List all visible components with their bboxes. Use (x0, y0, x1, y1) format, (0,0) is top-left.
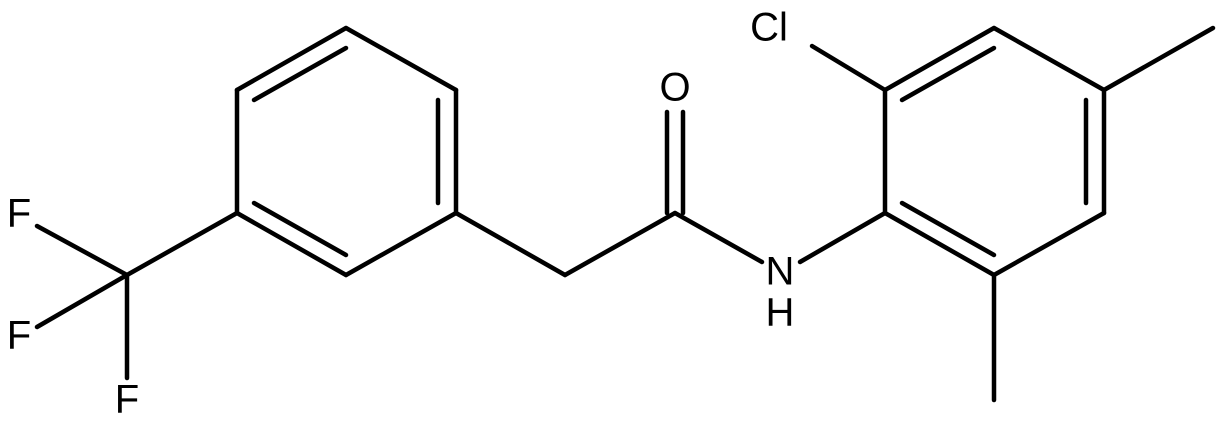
chloro-dimethylphenyl-ring (882, 25, 1107, 278)
oxygen-label: O (659, 66, 690, 110)
bond (562, 210, 678, 278)
fluorine-label-top: F (7, 192, 31, 236)
double-bond-inner (899, 200, 997, 258)
bond (672, 210, 765, 265)
bond (234, 25, 349, 93)
bond (453, 210, 568, 278)
bond (797, 210, 888, 265)
bond (882, 25, 997, 93)
trifluoromethyl-group: F F F (7, 192, 240, 422)
bond (34, 223, 130, 278)
acetamide-linker: O N H (453, 66, 888, 335)
fluorine-label-middle: F (7, 314, 31, 358)
bond (34, 272, 130, 330)
bond (991, 25, 1107, 93)
bond (882, 210, 997, 278)
double-bond-inner (251, 200, 349, 258)
methyl-bond-para (1101, 25, 1216, 93)
bond (234, 210, 349, 278)
hydrogen-label: H (766, 291, 795, 335)
double-bond-inner (899, 45, 997, 103)
bond (343, 210, 459, 278)
trifluoromethylphenyl-ring (234, 25, 459, 278)
bond (343, 25, 459, 93)
bond (124, 210, 240, 278)
chloro-bond (809, 43, 888, 93)
fluorine-label-bottom: F (115, 378, 139, 422)
ring-substituents: Cl (750, 6, 1216, 403)
chlorine-label: Cl (750, 6, 788, 50)
double-bond-inner (251, 45, 349, 103)
bond (991, 210, 1107, 278)
nitrogen-label: N (766, 250, 795, 294)
